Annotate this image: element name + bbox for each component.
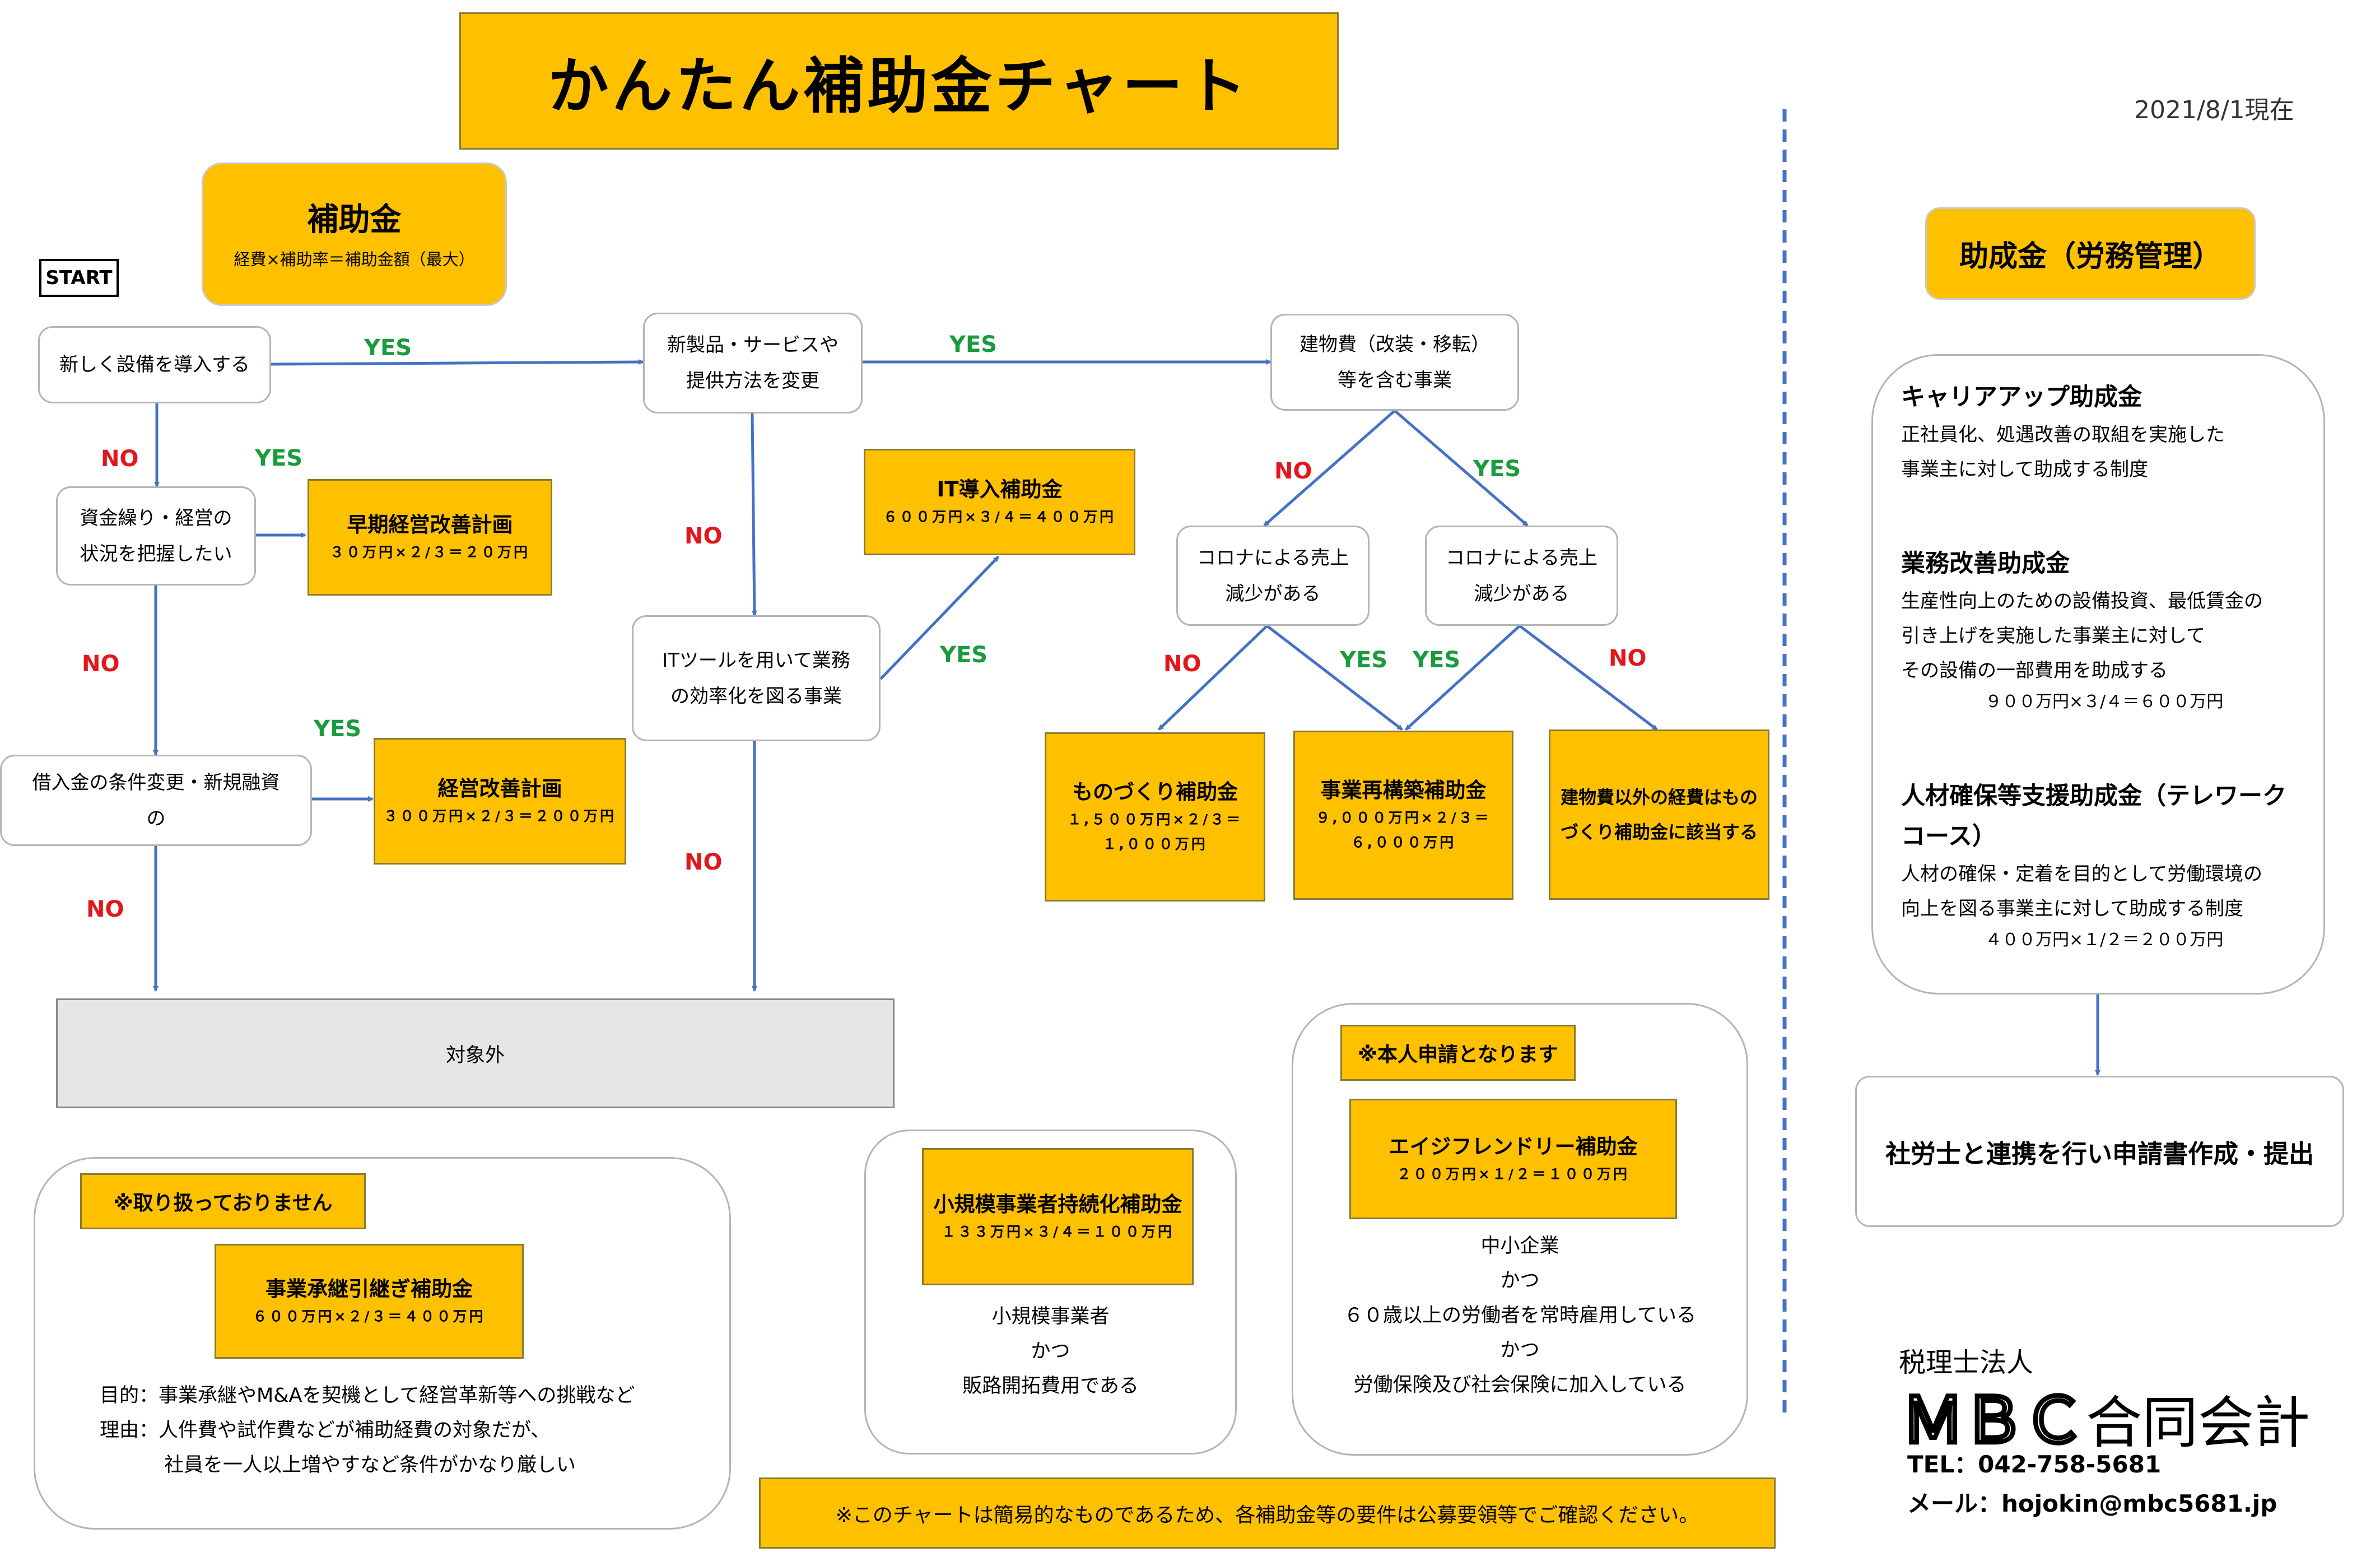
no-label: NO (1163, 651, 1201, 677)
result-saikochiku: 事業再構築補助金 ９,０００万円×２/３＝ ６,０００万円 (1293, 731, 1513, 900)
question-corona-right: コロナによる売上減少がある (1425, 526, 1618, 626)
company-logo: ＭＢＣ 合同会計 (1901, 1370, 2311, 1461)
footer-note: ※このチャートは簡易的なものであるため、各補助金等の要件は公募要領等でご確認くだ… (759, 1477, 1776, 1549)
not-handled-panel: ※取り扱っておりません 事業承継引継ぎ補助金 ６００万円×２/３＝４００万円 目… (34, 1157, 731, 1530)
not-handled-reason: 理由：人件費や試作費などが補助経費の対象だが、 (100, 1419, 551, 1442)
honnin-panel: ※本人申請となります エイジフレンドリー補助金 ２００万円×１/２＝１００万円 … (1292, 1003, 1748, 1456)
chart-title: かんたん補助金チャート (548, 51, 1250, 122)
company-mail: メール：hojokin@mbc5681.jp (1907, 1490, 2277, 1517)
gyomu-kaizen: 業務改善助成金 生産性向上のための設備投資、最低賃金の 引き上げを実施した事業主… (1901, 550, 2263, 712)
no-label: NO (101, 446, 139, 472)
result-keiei-kaizen: 経営改善計画 ３００万円×２/３＝２００万円 (374, 738, 626, 865)
yes-label: YES (949, 332, 998, 357)
shinsei-box: 社労士と連携を行い申請書作成・提出 (1855, 1076, 2344, 1227)
result-monodukuri: ものづくり補助金 １,５００万円×２/３＝ １,０００万円 (1045, 732, 1265, 902)
start-label: START (39, 259, 119, 297)
date-label: 2021/8/1現在 (2134, 96, 2294, 124)
hojokin-title: 補助金 (307, 202, 402, 238)
not-handled-purpose: 目的：事業承継やM&Aを契機として経営革新等への挑戦など (100, 1384, 635, 1407)
no-label: NO (1609, 645, 1647, 671)
company-name: 合同会計 (2086, 1390, 2311, 1456)
career-up: キャリアアップ助成金 正社員化、処遇改善の取組を実施した 事業主に対して助成する… (1901, 383, 2225, 481)
jinzai-kakuho: 人材確保等支援助成金（テレワーク コース） 人材の確保・定着を目的として労働環境… (1901, 782, 2286, 950)
shokibo-panel: 小規模事業者持続化補助金 １３３万円×３/４＝１００万円 小規模事業者 かつ 販… (864, 1130, 1237, 1455)
arrow-q6-q8 (1394, 410, 1529, 527)
arrow-q8-kenbutsu (1519, 625, 1658, 731)
result-kenbutsu: 建物費以外の経費はもの づくり補助金に該当する (1549, 729, 1769, 900)
question-corona-left: コロナによる売上減少がある (1176, 526, 1370, 626)
no-label: NO (82, 651, 120, 677)
question-building: 建物費（改装・移転）等を含む事業 (1270, 314, 1519, 411)
not-handled-badge: ※取り扱っておりません (80, 1173, 366, 1229)
yes-label: YES (940, 642, 988, 668)
yes-label: YES (1413, 647, 1461, 673)
joseikin-list-panel: キャリアアップ助成金 正社員化、処遇改善の取組を実施した 事業主に対して助成する… (1871, 354, 2325, 995)
result-soki-keiei: 早期経営改善計画 ３０万円×２/３＝２０万円 (308, 479, 552, 596)
question-cashflow: 資金繰り・経営の状況を把握したい (56, 486, 256, 586)
arrow-q1-q4 (271, 359, 644, 366)
result-it-donyu: IT導入補助金 ６００万円×３/４＝４００万円 (864, 449, 1135, 555)
arrow-q6-q7 (1263, 410, 1396, 527)
no-label: NO (1274, 458, 1312, 484)
arrow-q8-saiko (1405, 625, 1521, 731)
yes-label: YES (314, 716, 362, 742)
question-it-tool: ITツールを用いて業務の効率化を図る事業 (632, 615, 881, 741)
yes-label: YES (1340, 647, 1388, 673)
not-handled-reason-cont: 社員を一人以上増やすなど条件がかなり厳しい (164, 1454, 576, 1476)
no-label: NO (86, 896, 124, 922)
result-taishogai: 対象外 (56, 998, 895, 1108)
yes-label: YES (255, 445, 303, 471)
shokibo-conditions: 小規模事業者 かつ 販路開拓費用である (962, 1305, 1139, 1397)
jigyo-shokei-box: 事業承継引継ぎ補助金 ６００万円×２/３＝４００万円 (215, 1244, 524, 1359)
age-friendly-box: エイジフレンドリー補助金 ２００万円×１/２＝１００万円 (1349, 1099, 1677, 1219)
arrow-q4-q5 (751, 413, 757, 616)
honnin-badge: ※本人申請となります (1340, 1025, 1576, 1081)
honnin-conditions: 中小企業 かつ ６０歳以上の労働者を常時雇用している かつ 労働保険及び社会保険… (1344, 1235, 1696, 1396)
yes-label: YES (1473, 456, 1521, 482)
no-label: NO (684, 849, 723, 875)
company-logo-mark: ＭＢＣ (1901, 1383, 2087, 1459)
no-label: NO (684, 523, 723, 549)
company-type: 税理士法人 (1899, 1347, 2034, 1378)
hojokin-formula: 経費×補助率＝補助金額（最大） (234, 250, 475, 269)
arrow-q5-it (879, 556, 999, 680)
arrow-q7-mono (1158, 625, 1268, 731)
company-tel: TEL：042-758-5681 (1907, 1451, 2162, 1478)
yes-label: YES (364, 335, 412, 361)
question-new-equipment: 新しく設備を導入する (38, 326, 271, 403)
joseikin-header: 助成金（労務管理） (1925, 207, 2256, 300)
shokibo-box: 小規模事業者持続化補助金 １３３万円×３/４＝１００万円 (922, 1148, 1194, 1285)
hojokin-header: 補助金 経費×補助率＝補助金額（最大） (202, 162, 507, 306)
arrow-q7-saiko (1266, 625, 1403, 731)
question-new-product: 新製品・サービスや提供方法を変更 (643, 313, 863, 413)
question-loan: 借入金の条件変更・新規融資の (0, 755, 312, 846)
chart-title-banner: かんたん補助金チャート (459, 12, 1339, 150)
